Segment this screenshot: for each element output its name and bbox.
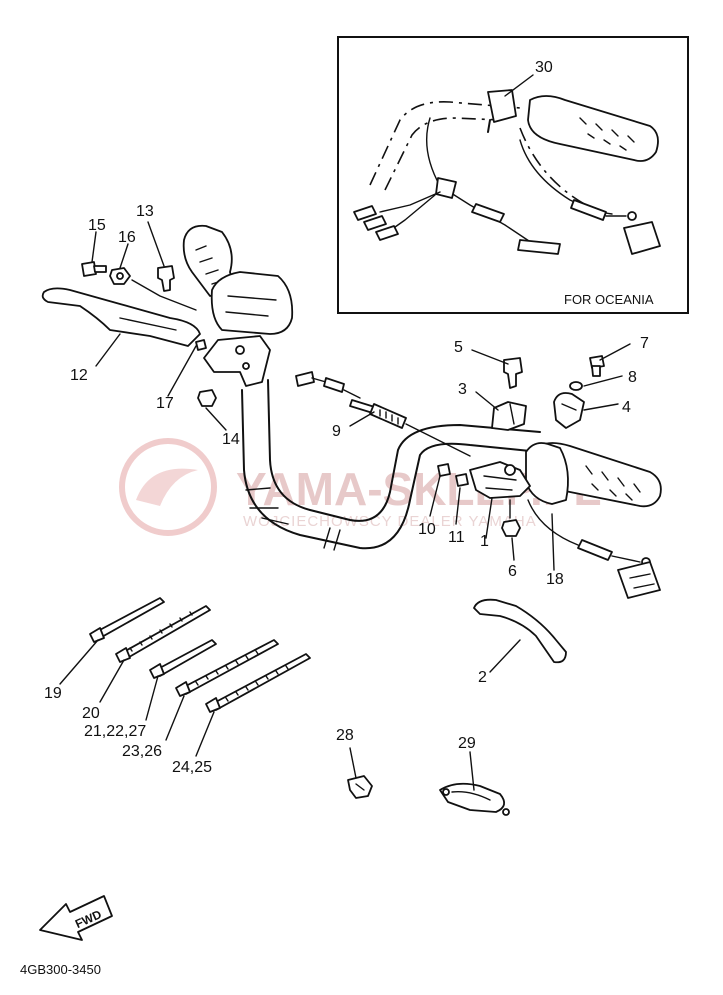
cable-ties	[89, 597, 311, 713]
fwd-arrow-icon	[39, 895, 113, 941]
label-13: 13	[136, 203, 154, 220]
throttle-housing	[210, 271, 294, 335]
bolt-5	[503, 357, 523, 389]
lever-12	[41, 287, 201, 347]
nut-6	[501, 519, 521, 537]
label-20: 20	[82, 705, 100, 722]
label-6: 6	[508, 563, 517, 580]
label-8: 8	[628, 369, 637, 386]
label-19: 19	[44, 685, 62, 702]
lever-2	[473, 598, 567, 664]
switch-3	[491, 401, 527, 431]
tie-19	[95, 597, 165, 639]
diagram-code: 4GB300-3450	[20, 962, 101, 977]
part-11	[455, 473, 469, 487]
connector-18	[617, 561, 661, 599]
watermark-logo	[119, 438, 217, 536]
label-24-25: 24,25	[172, 759, 212, 776]
lever-bracket	[203, 335, 271, 387]
label-4: 4	[622, 399, 631, 416]
label-10: 10	[418, 521, 436, 538]
label-5: 5	[454, 339, 463, 356]
nut-14	[197, 389, 217, 407]
inset-caption: FOR OCEANIA	[564, 292, 654, 307]
inset-grip	[527, 95, 659, 162]
label-29: 29	[458, 735, 476, 752]
label-28: 28	[336, 727, 354, 744]
watermark-logo-swoosh	[136, 468, 198, 506]
tie-21	[155, 639, 217, 677]
left-assembly	[41, 224, 294, 407]
screw-17	[195, 339, 207, 351]
inset-oceania: 30 FOR OCEANIA	[337, 36, 689, 314]
clamp-29	[439, 782, 506, 813]
label-11: 11	[448, 529, 465, 546]
part-10	[437, 463, 451, 477]
label-18: 18	[546, 571, 564, 588]
inset-switch-30	[487, 89, 517, 123]
label-21-22-27: 21,22,27	[84, 723, 146, 740]
label-30: 30	[535, 59, 553, 76]
handlebar	[241, 379, 541, 551]
label-9: 9	[332, 423, 341, 440]
label-1: 1	[480, 533, 489, 550]
bolt-15	[81, 261, 97, 277]
inset-handlebar	[369, 101, 521, 186]
inset-handlebar-inner	[384, 117, 501, 191]
label-15: 15	[88, 217, 106, 234]
fwd-arrow: FWD	[39, 895, 113, 941]
part-labels: 15 16 13 12 17 14 5 3 7 8 4 9 10 11 1 6 …	[44, 203, 649, 776]
label-3: 3	[458, 381, 467, 398]
label-16: 16	[118, 229, 136, 246]
label-17: 17	[156, 395, 174, 412]
bolt-13	[157, 265, 175, 292]
watermark-subtitle: WOJCIECHOWSCY DEALER YAMAHA	[243, 513, 537, 530]
inset-frame	[337, 36, 689, 314]
cable-9	[295, 371, 471, 457]
label-14: 14	[222, 431, 240, 448]
tie-24	[211, 653, 311, 711]
clamps	[347, 775, 510, 816]
label-7: 7	[640, 335, 649, 352]
washer-8	[569, 381, 583, 391]
switch-body	[525, 442, 569, 505]
inset-connector	[623, 221, 661, 255]
leader-lines	[59, 221, 631, 791]
right-assembly	[437, 355, 662, 664]
clamp-4	[553, 392, 585, 429]
label-12: 12	[70, 367, 88, 384]
cable-adjuster	[369, 403, 407, 429]
label-2: 2	[478, 669, 487, 686]
label-23-26: 23,26	[122, 743, 162, 760]
